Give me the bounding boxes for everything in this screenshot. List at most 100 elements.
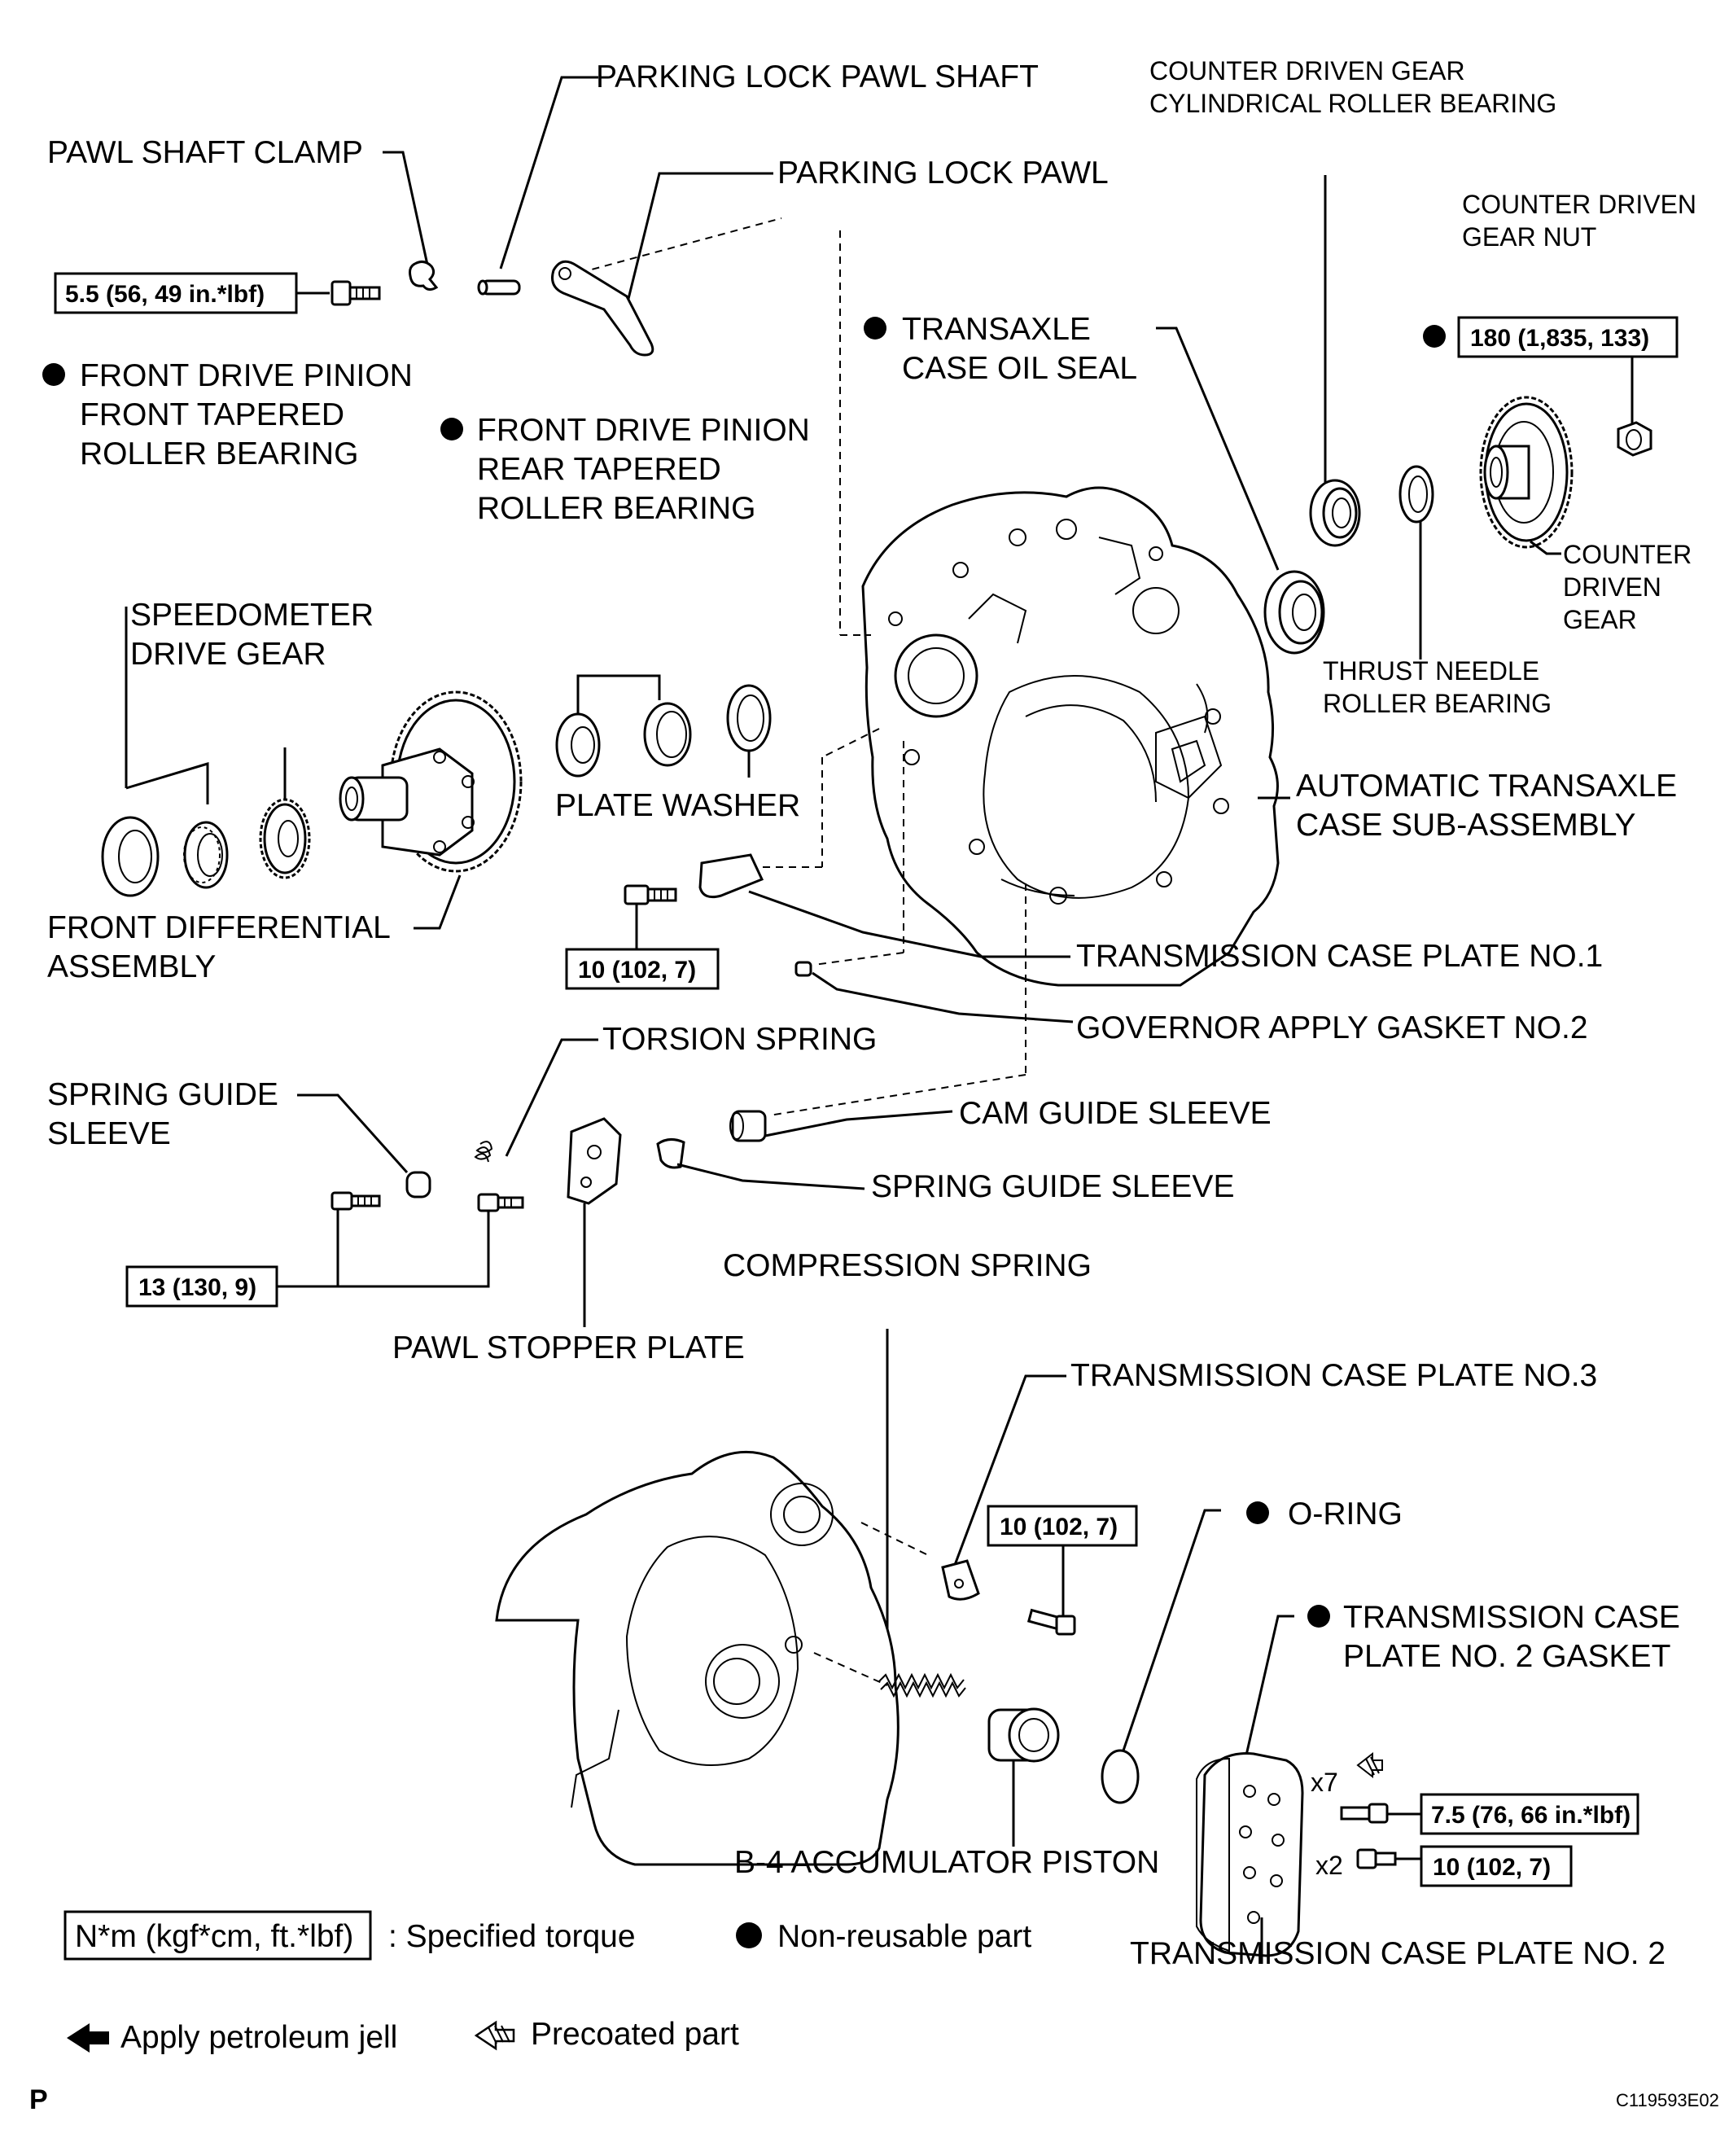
- label-spring-guide-left-1: SPRING GUIDE: [47, 1077, 278, 1112]
- thrust-needle-bearing-part: [1399, 465, 1434, 524]
- label-front-pinion-rear-bearing-3: ROLLER BEARING: [477, 491, 755, 526]
- label-parking-lock-pawl-shaft: PARKING LOCK PAWL SHAFT: [596, 59, 1039, 94]
- label-pawl-stopper: PAWL STOPPER PLATE: [392, 1330, 745, 1365]
- label-counter-gear-nut-1: COUNTER DRIVEN: [1462, 190, 1696, 219]
- label-speedometer-1: SPEEDOMETER: [130, 598, 374, 633]
- label-o-ring: O-RING: [1288, 1496, 1403, 1532]
- torque-box-stopper: [125, 1265, 278, 1308]
- leader-plate-washer: [576, 674, 661, 716]
- nonreusable-dot-oil-seal: [864, 317, 886, 340]
- compression-spring-part: [878, 1672, 966, 1698]
- transmission-case-plate-no1-part: [698, 853, 764, 899]
- label-thrust-needle-2: ROLLER BEARING: [1323, 689, 1552, 718]
- label-pawl-shaft-clamp: PAWL SHAFT CLAMP: [47, 135, 363, 170]
- precoated-legend-icon: [474, 2020, 515, 2051]
- pawl-stopper-plate-part: [567, 1117, 622, 1205]
- legend-nonreusable-dot: [736, 1922, 762, 1948]
- torque-stopper: 13 (130, 9): [138, 1274, 256, 1301]
- label-speedometer-2: DRIVE GEAR: [130, 637, 326, 672]
- transmission-case-plate-no2-part: [1196, 1752, 1304, 1957]
- torque-box-plain: [1420, 1845, 1573, 1887]
- label-oil-seal-2: CASE OIL SEAL: [902, 351, 1137, 386]
- label-plate-no1: TRANSMISSION CASE PLATE NO.1: [1076, 939, 1603, 974]
- bolt-plate-no1: [624, 884, 677, 905]
- parking-lock-pawl-part: [551, 260, 654, 357]
- automatic-transaxle-case-part: [861, 486, 1280, 987]
- counter-gear-group: COUNTER DRIVEN GEAR CYLINDRICAL ROLLER B…: [864, 56, 1696, 718]
- case-plate-no1-group: TRANSMISSION CASE PLATE NO.1 GOVERNOR AP…: [565, 728, 1603, 1045]
- label-thrust-needle-1: THRUST NEEDLE: [1323, 656, 1539, 686]
- lower-group: COMPRESSION SPRING TRANSMISSION CASE PLA…: [495, 1248, 1680, 1971]
- label-spring-guide-left-2: SLEEVE: [47, 1116, 171, 1151]
- counter-driven-gear-nut-part: [1617, 421, 1652, 457]
- b4-accumulator-piston-part: [987, 1707, 1060, 1763]
- torque-box-pawl-clamp: [54, 272, 298, 314]
- figure-code: C119593E02: [1616, 2090, 1719, 2110]
- label-counter-gear-1: COUNTER: [1563, 540, 1692, 569]
- legend: N*m (kgf*cm, ft.*lbf) : Specified torque…: [63, 1910, 1031, 2055]
- label-piston: B-4 ACCUMULATOR PISTON: [734, 1845, 1159, 1880]
- nonreusable-dot-rear-bearing: [440, 418, 463, 440]
- leader-oil-seal: [1156, 326, 1280, 571]
- leader-counter-driven-gear: [1530, 540, 1561, 555]
- governor-apply-gasket-part: [794, 961, 812, 977]
- label-plate-washer: PLATE WASHER: [555, 788, 800, 823]
- bolt-plate-no3: [1026, 1608, 1076, 1636]
- leader-plate-no2-gasket: [1244, 1615, 1294, 1759]
- label-front-pinion-front-bearing-2: FRONT TAPERED: [80, 397, 344, 432]
- nonreusable-dot-plate-gasket: [1307, 1605, 1330, 1628]
- label-case-2: CASE SUB-ASSEMBLY: [1296, 808, 1636, 843]
- leader-cam-guide: [764, 1110, 953, 1137]
- label-counter-gear-bearing-1: COUNTER DRIVEN GEAR: [1149, 56, 1465, 85]
- label-plate-no2: TRANSMISSION CASE PLATE NO. 2: [1130, 1936, 1666, 1971]
- differential-group: SPEEDOMETER DRIVE GEAR: [47, 598, 523, 984]
- bolt-pawl-clamp: [330, 280, 381, 306]
- label-front-pinion-rear-bearing-2: REAR TAPERED: [477, 452, 721, 487]
- legend-nonreusable-text: Non-reusable part: [777, 1919, 1031, 1954]
- label-plate-no2-gasket-2: PLATE NO. 2 GASKET: [1343, 1639, 1670, 1674]
- label-counter-gear-bearing-2: CYLINDRICAL ROLLER BEARING: [1149, 89, 1556, 118]
- label-compression-spring: COMPRESSION SPRING: [723, 1248, 1092, 1283]
- leader-plate-no3: [951, 1374, 1066, 1572]
- cam-guide-sleeve-part: [729, 1110, 767, 1142]
- leader-spring-guide-left: [297, 1093, 409, 1174]
- leader-spring-guide-right: [676, 1163, 865, 1190]
- pawl-align-line: [579, 217, 782, 274]
- page-mark: P: [29, 2084, 48, 2115]
- spring-guide-sleeve-right-part: [656, 1138, 685, 1169]
- speedometer-drive-gear-part: [259, 798, 311, 879]
- bolt-stopper-right: [477, 1193, 524, 1212]
- plate-washer-group: PLATE WASHER: [555, 674, 800, 823]
- legend-torque-box: [63, 1910, 372, 1961]
- qty-plain: x2: [1315, 1851, 1343, 1880]
- cylindrical-roller-bearing-part: [1309, 479, 1361, 547]
- bolt-plate-no2-precoated: [1340, 1803, 1389, 1824]
- torsion-spring-part: [474, 1141, 493, 1163]
- label-front-pinion-rear-bearing-1: FRONT DRIVE PINION: [477, 413, 810, 448]
- torque-box-plate-no1: [565, 948, 720, 990]
- torque-plate-no3: 10 (102, 7): [1000, 1514, 1118, 1540]
- legend-torque-units: N*m (kgf*cm, ft.*lbf): [75, 1919, 353, 1954]
- label-case-1: AUTOMATIC TRANSAXLE: [1296, 769, 1677, 804]
- nonreusable-dot-gear-nut: [1423, 325, 1446, 348]
- torque-counter-nut: 180 (1,835, 133): [1470, 325, 1649, 352]
- label-counter-gear-nut-2: GEAR NUT: [1462, 222, 1596, 252]
- label-counter-gear-3: GEAR: [1563, 605, 1637, 634]
- torque-precoated: 7.5 (76, 66 in.*lbf): [1431, 1802, 1631, 1829]
- label-torsion-spring: TORSION SPRING: [602, 1022, 877, 1057]
- transaxle-case-oil-seal-part: [1263, 570, 1325, 655]
- leader-pawl-shaft: [499, 76, 598, 270]
- torque-box-counter-nut: [1457, 316, 1679, 358]
- label-spring-guide-right: SPRING GUIDE SLEEVE: [871, 1169, 1234, 1204]
- leader-parking-lock-pawl: [625, 172, 773, 306]
- leader-torsion-spring: [505, 1038, 598, 1157]
- counter-driven-gear-part: [1479, 396, 1574, 549]
- o-ring-part: [1101, 1749, 1140, 1804]
- label-parking-lock-pawl: PARKING LOCK PAWL: [777, 156, 1109, 191]
- rear-tapered-bearing-part: [183, 821, 229, 889]
- label-gasket: GOVERNOR APPLY GASKET NO.2: [1076, 1010, 1588, 1045]
- label-plate-no2-gasket-1: TRANSMISSION CASE: [1343, 1600, 1680, 1635]
- label-differential-2: ASSEMBLY: [47, 949, 216, 984]
- torque-plain: 10 (102, 7): [1433, 1854, 1551, 1881]
- leader-pawl-shaft-clamp: [383, 151, 429, 265]
